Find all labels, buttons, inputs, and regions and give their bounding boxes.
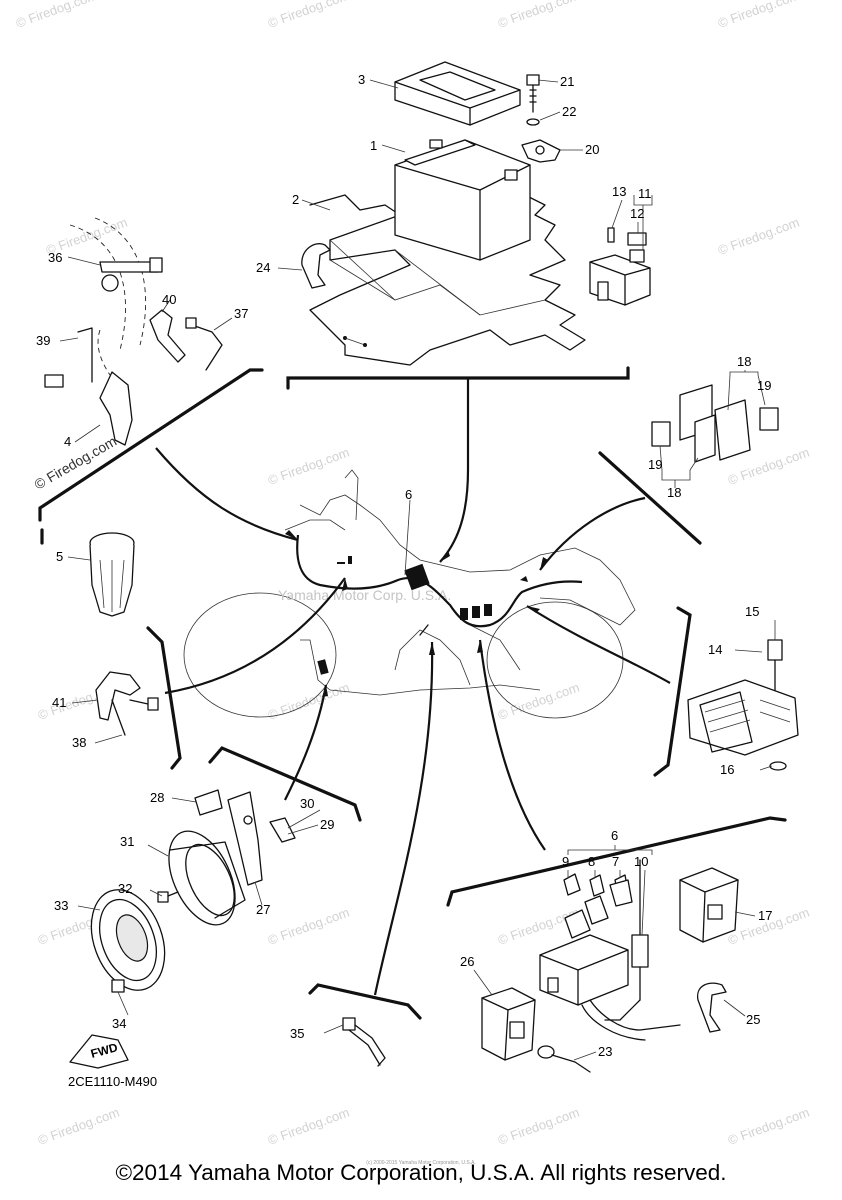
- battery-group: [301, 61, 586, 366]
- callout-label: 11: [638, 186, 652, 201]
- callout-label: 34: [112, 1016, 126, 1031]
- callout-label: 21: [560, 74, 574, 89]
- callout-label: 32: [118, 881, 132, 896]
- callout-label: 3: [358, 72, 365, 87]
- watermark-tile: © Firedog.com: [266, 0, 351, 31]
- callout-label: 18: [737, 354, 751, 369]
- callout-label: 18: [667, 485, 681, 500]
- callout-label: 7: [612, 854, 619, 869]
- callout-label: 1: [370, 138, 377, 153]
- callout-label: 10: [634, 854, 648, 869]
- callout-label: 25: [746, 1012, 760, 1027]
- callout-label: 36: [48, 250, 62, 265]
- callout-label: 12: [630, 206, 644, 221]
- callout-label: 6: [405, 487, 412, 502]
- small-print: (c) 2000-2015 Yamaha Motor Corporation, …: [366, 1160, 476, 1166]
- callout-label: 2: [292, 192, 299, 207]
- left-mid-group: [95, 671, 159, 736]
- watermark-tile: © Firedog.com: [266, 679, 351, 722]
- forward-arrow-icon: FWD: [69, 1034, 129, 1069]
- callout-label: 29: [320, 817, 334, 832]
- watermark-tile: © Firedog.com: [266, 444, 351, 487]
- cable-tie: [342, 1017, 386, 1067]
- rectifier-regulator: [687, 639, 799, 771]
- callout-label: 8: [588, 854, 595, 869]
- callout-label: 37: [234, 306, 248, 321]
- callout-label: 33: [54, 898, 68, 913]
- watermark-tile: © Firedog.com: [716, 214, 801, 257]
- left-top-group: [44, 217, 223, 446]
- callout-label: 5: [56, 549, 63, 564]
- watermark-tile: © Firedog.com: [726, 1104, 811, 1147]
- callout-label: 40: [162, 292, 176, 307]
- watermark-tile: © Firedog.com: [266, 904, 351, 947]
- callout-label: 14: [708, 642, 722, 657]
- callout-label: 35: [290, 1026, 304, 1041]
- battery-location-marker: [404, 563, 430, 591]
- watermark-tile: © Firedog.com: [496, 0, 581, 31]
- callout-label: 15: [745, 604, 759, 619]
- callout-label: 20: [585, 142, 599, 157]
- callout-label: 24: [256, 260, 270, 275]
- callout-label: 19: [648, 457, 662, 472]
- callout-label: 28: [150, 790, 164, 805]
- watermark-tile: © Firedog.com: [266, 1104, 351, 1147]
- callout-label: 30: [300, 796, 314, 811]
- callout-label: 23: [598, 1044, 612, 1059]
- callout-label: 26: [460, 954, 474, 969]
- callout-label: 17: [758, 908, 772, 923]
- callout-label: 9: [562, 854, 569, 869]
- headlight-group: [90, 789, 296, 993]
- callout-label: 41: [52, 695, 66, 710]
- callout-label: 31: [120, 834, 134, 849]
- watermark-tile: © Firedog.com: [36, 1104, 121, 1147]
- group-frames: [38, 366, 787, 1020]
- callout-label: 39: [36, 333, 50, 348]
- relay-group: [651, 384, 779, 463]
- center-watermark: Yamaha Motor Corp. U.S.A.: [278, 587, 451, 603]
- leader-lines: [155, 378, 671, 996]
- callout-label: 27: [256, 902, 270, 917]
- starter-relay-group: [589, 227, 651, 306]
- motorcycle-outline: [183, 469, 636, 719]
- callout-numbers: 1 2 3 4 5 6 6 6 7 8 9 10 11 12 13 14 15 …: [36, 72, 772, 1059]
- fwd-label: FWD: [89, 1040, 119, 1061]
- watermark-tile: © Firedog.com: [716, 0, 801, 31]
- callout-label: 19: [757, 378, 771, 393]
- callout-label: 22: [562, 104, 576, 119]
- diagram-code: 2CE1110-M490: [68, 1074, 157, 1089]
- callout-label: 13: [612, 184, 626, 199]
- junction-box-group: [481, 859, 739, 1073]
- callout-label: 16: [720, 762, 734, 777]
- ignition-coil: [89, 532, 135, 617]
- wire-harness-route: [296, 534, 583, 628]
- copyright-notice: ©2014 Yamaha Motor Corporation, U.S.A. A…: [115, 1160, 727, 1185]
- callout-leaders: [59, 79, 776, 1061]
- callout-label: 6: [611, 828, 618, 843]
- callout-label: 4: [64, 434, 71, 449]
- watermark-tile: © Firedog.com: [14, 0, 99, 31]
- callout-label: 38: [72, 735, 86, 750]
- watermark-tile: © Firedog.com: [496, 1104, 581, 1147]
